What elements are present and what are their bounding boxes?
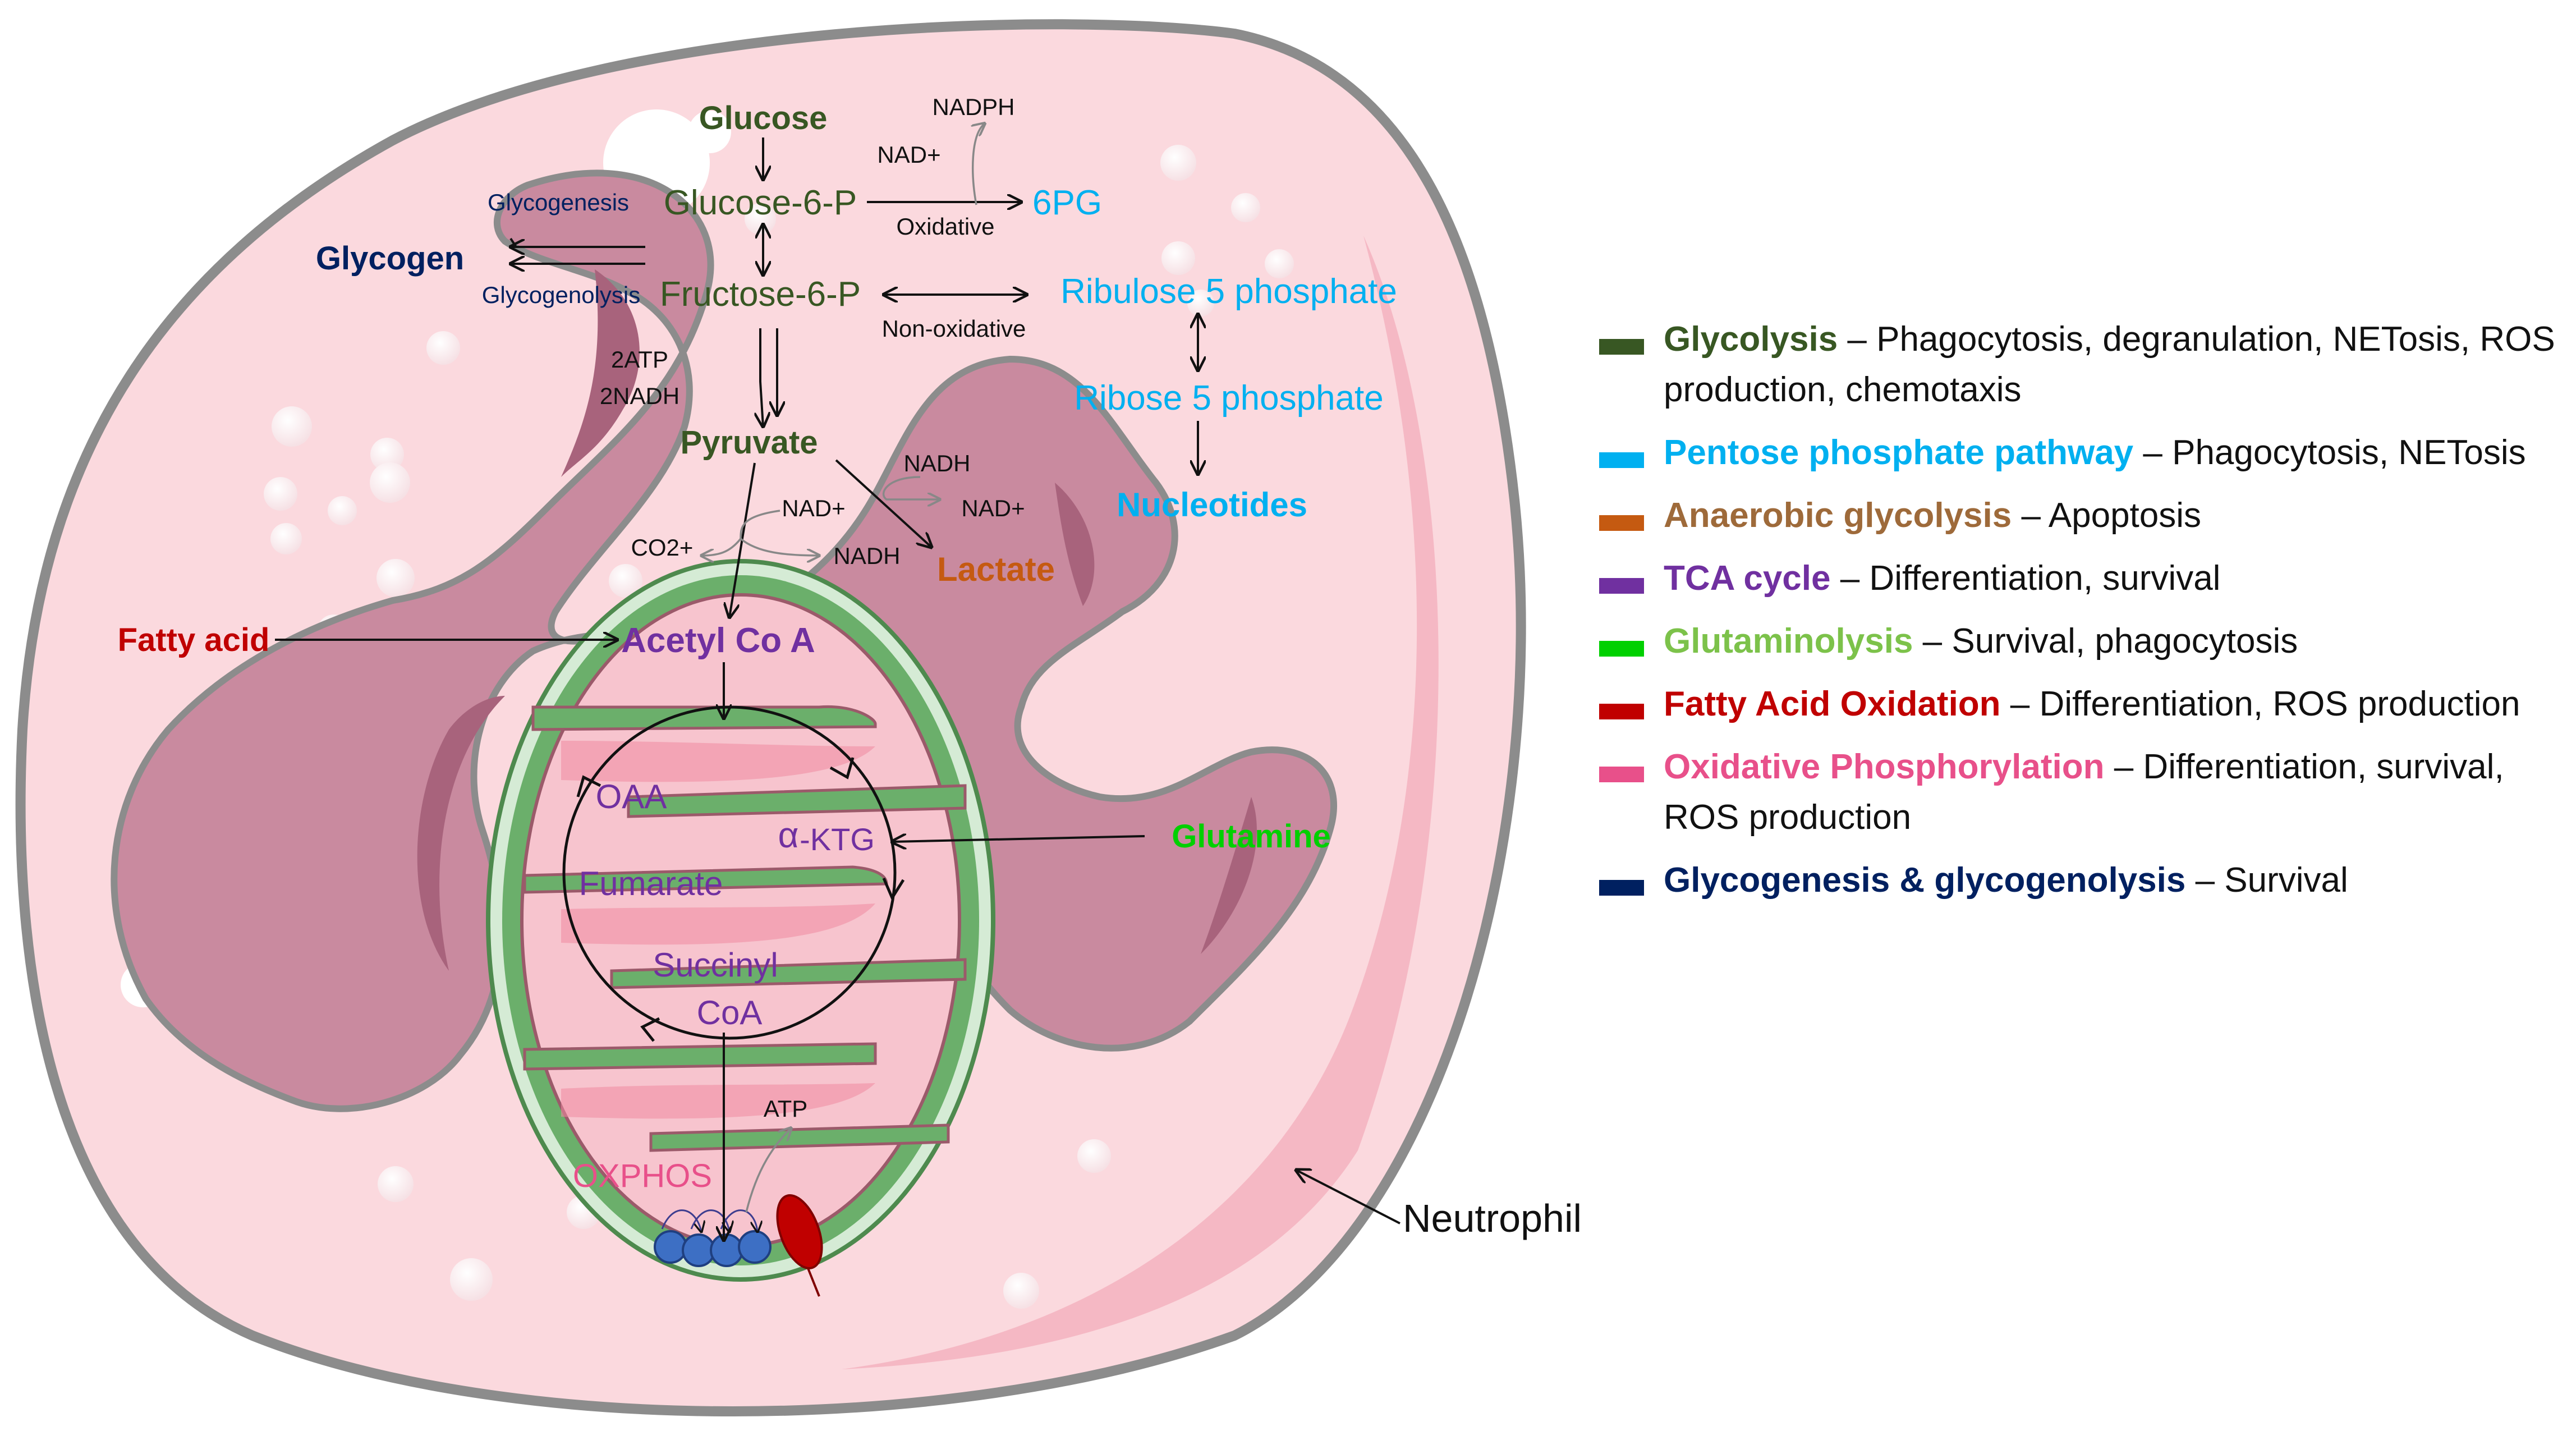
label-atp: ATP: [764, 1095, 808, 1122]
label-nadh-b: NADH: [833, 543, 900, 569]
label-ribulose-5-phosphate: Ribulose 5 phosphate: [1060, 272, 1397, 311]
pathway-arrows: [275, 123, 1401, 1240]
legend-item: Pentose phosphate pathway – Phagocytosis…: [1599, 428, 2564, 478]
legend-title: Pentose phosphate pathway: [1664, 433, 2134, 472]
label-glycogenesis: Glycogenesis: [488, 189, 629, 215]
legend-item: TCA cycle – Differentiation, survival: [1599, 553, 2564, 604]
legend-swatch: [1599, 515, 1644, 531]
legend-item: Glutaminolysis – Survival, phagocytosis: [1599, 616, 2564, 667]
legend-description: – Survival: [2185, 861, 2348, 900]
label-2nadh: 2NADH: [600, 383, 679, 409]
legend-title: Glutaminolysis: [1664, 622, 1913, 661]
tca-cycle-arrowheads: [576, 757, 905, 1042]
label-oxphos: OXPHOS: [573, 1158, 712, 1194]
label-glutamine: Glutamine: [1172, 818, 1331, 855]
label-6pg: 6PG: [1032, 184, 1102, 222]
label-nad-plus-b: NAD+: [961, 495, 1025, 521]
legend-swatch: [1599, 641, 1644, 657]
legend-swatch: [1599, 880, 1644, 896]
legend-swatch: [1599, 704, 1644, 719]
label-nucleotides: Nucleotides: [1117, 486, 1307, 524]
label-nad-plus-top: NAD+: [877, 141, 940, 168]
label-2atp: 2ATP: [611, 346, 668, 373]
label-neutrophil: Neutrophil: [1403, 1196, 1582, 1240]
legend: Glycolysis – Phagocytosis, degranulation…: [1599, 314, 2564, 918]
label-coa: CoA: [697, 994, 763, 1031]
label-glycogenolysis: Glycogenolysis: [482, 282, 640, 308]
legend-description: – Differentiation, survival, ROS product…: [1664, 747, 2504, 837]
legend-swatch: [1599, 767, 1644, 782]
legend-swatch: [1599, 578, 1644, 594]
legend-item: Glycogenesis & glycogenolysis – Survival: [1599, 855, 2564, 906]
label-alpha-symbol: α: [778, 815, 799, 855]
legend-swatch: [1599, 452, 1644, 468]
legend-item: Glycolysis – Phagocytosis, degranulation…: [1599, 314, 2564, 415]
legend-item: Oxidative Phosphorylation – Differentiat…: [1599, 742, 2564, 843]
label-glucose: Glucose: [699, 100, 828, 136]
legend-description: – Differentiation, ROS production: [2000, 685, 2520, 723]
legend-swatch: [1599, 339, 1644, 355]
label-akg: -KTG: [800, 822, 875, 857]
legend-title: Oxidative Phosphorylation: [1664, 747, 2105, 786]
label-pyruvate: Pyruvate: [680, 424, 818, 461]
label-oxidative: Oxidative: [896, 213, 994, 240]
legend-title: Glycolysis: [1664, 320, 1838, 359]
label-glycogen: Glycogen: [316, 240, 464, 277]
label-glucose-6-p: Glucose-6-P: [664, 184, 857, 222]
label-non-oxidative: Non-oxidative: [882, 315, 1026, 342]
label-succinyl: Succinyl: [653, 946, 778, 984]
legend-description: – Phagocytosis, NETosis: [2133, 433, 2526, 472]
legend-item: Fatty Acid Oxidation – Differentiation, …: [1599, 679, 2564, 730]
legend-title: TCA cycle: [1664, 559, 1831, 598]
label-nad-plus-a: NAD+: [782, 495, 845, 521]
legend-description: – Differentiation, survival: [1830, 559, 2221, 598]
label-co2: CO2+: [631, 534, 694, 561]
legend-description: – Phagocytosis, degranulation, NETosis, …: [1664, 320, 2555, 409]
legend-item: Anaerobic glycolysis – Apoptosis: [1599, 490, 2564, 541]
legend-description: – Survival, phagocytosis: [1913, 622, 2298, 661]
diagram-labels: Glucose NADPH NAD+ Glucose-6-P 6PG Oxida…: [118, 94, 1582, 1240]
label-ribose-5-phosphate: Ribose 5 phosphate: [1074, 379, 1384, 418]
label-nadph: NADPH: [932, 94, 1014, 120]
label-fructose-6-p: Fructose-6-P: [660, 275, 861, 314]
legend-title: Fatty Acid Oxidation: [1664, 685, 2001, 723]
label-acetyl-coa: Acetyl Co A: [621, 621, 815, 660]
label-fatty-acid: Fatty acid: [118, 622, 270, 658]
label-nadh-a: NADH: [903, 450, 970, 476]
label-lactate: Lactate: [937, 551, 1055, 588]
label-oaa: OAA: [596, 778, 667, 815]
legend-description: – Apoptosis: [2012, 496, 2202, 535]
legend-title: Anaerobic glycolysis: [1664, 496, 2012, 535]
legend-title: Glycogenesis & glycogenolysis: [1664, 861, 2186, 900]
label-fumarate: Fumarate: [579, 865, 723, 902]
